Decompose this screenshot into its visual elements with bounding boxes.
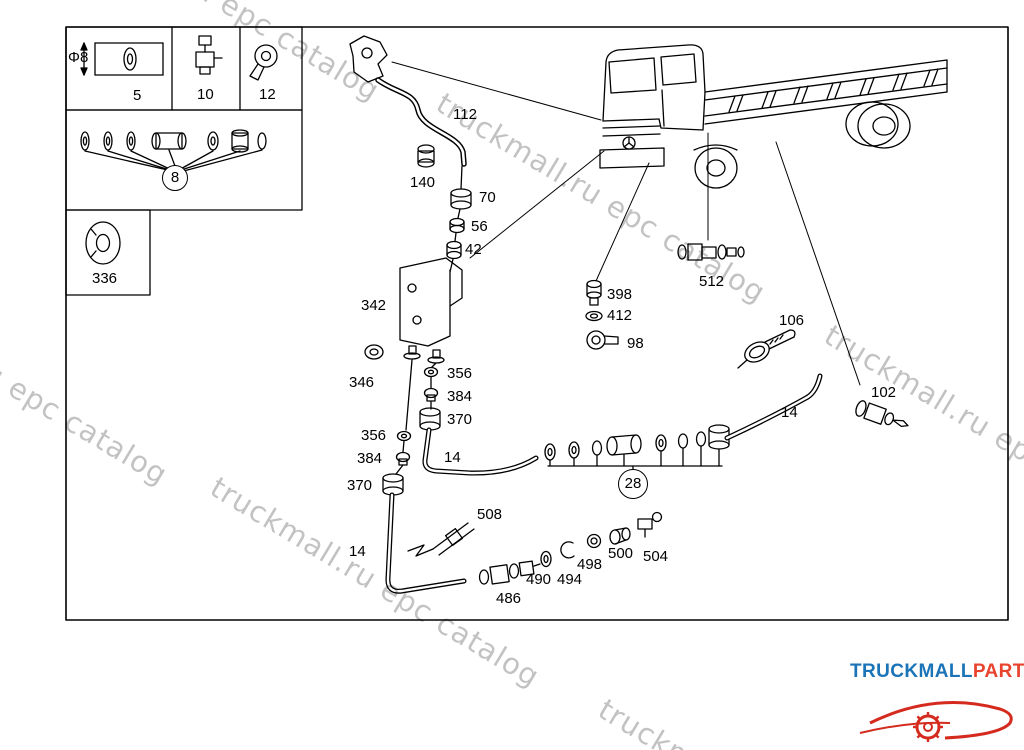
hose-112 xyxy=(349,35,467,167)
inset-part-8-kit xyxy=(80,129,267,173)
diagram-frames xyxy=(65,26,1009,621)
tube-14-lower xyxy=(385,492,467,594)
bracket-342 xyxy=(364,257,463,364)
fitting-140 xyxy=(417,144,435,168)
clamp-508 xyxy=(407,522,475,557)
logo-word-truckmall: TRUCKMALL xyxy=(850,661,973,682)
logo-wheel-swoosh-icon xyxy=(859,701,1013,742)
fitting-stack-70-56-42 xyxy=(446,165,472,273)
truckmall-logo: TRUCKMALLPARTS xyxy=(850,661,1024,750)
tube-14-right xyxy=(724,373,823,441)
logo-word-parts: PARTS xyxy=(972,661,1024,682)
inset-part-10 xyxy=(195,35,223,75)
union-row-28 xyxy=(544,424,730,471)
tee-fitting-512 xyxy=(677,243,745,261)
inset-part-5 xyxy=(80,42,164,76)
fitting-102 xyxy=(855,400,909,428)
logo-text: TRUCKMALLPARTS xyxy=(850,661,1024,683)
truck-illustration xyxy=(599,44,948,189)
connector-group-486 xyxy=(478,511,663,585)
inset-part-12 xyxy=(249,44,278,81)
fitting-column-left xyxy=(382,359,413,496)
leader-lines xyxy=(391,61,861,386)
clamp-106 xyxy=(737,329,796,369)
fitting-column-right xyxy=(419,362,441,431)
inset-part-336 xyxy=(85,221,121,265)
banjo-group-398 xyxy=(585,279,619,350)
tube-14-middle xyxy=(422,427,539,476)
